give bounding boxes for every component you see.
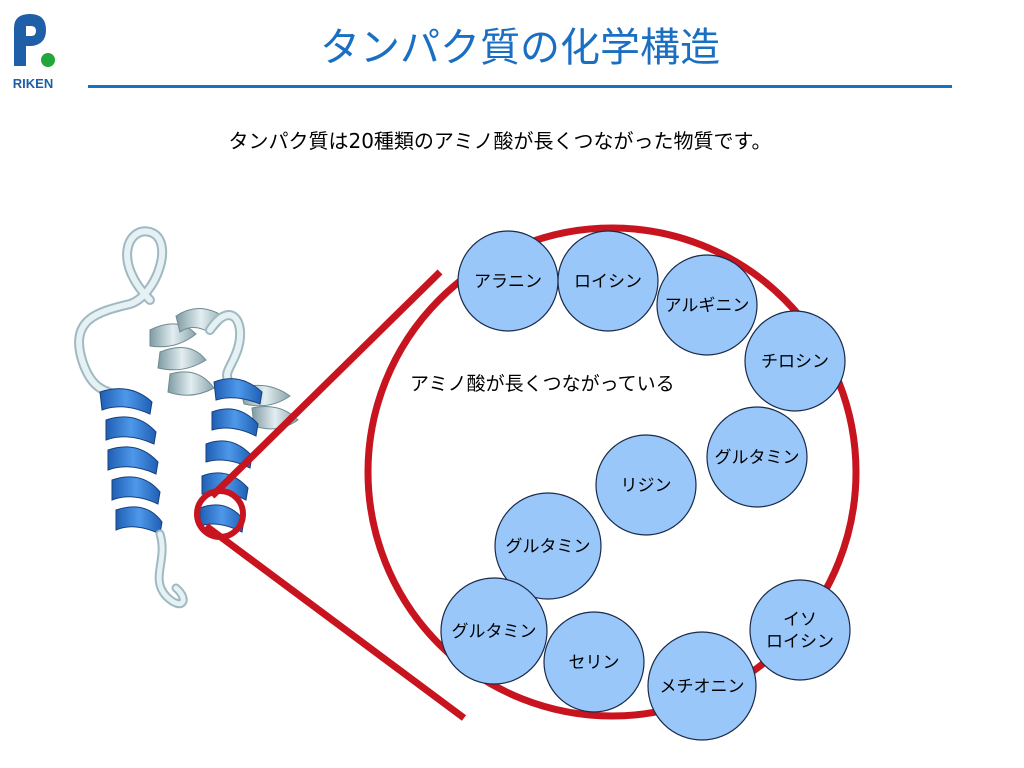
- amino-acid-arginine: アルギニン: [656, 254, 758, 356]
- zoom-line-bottom: [203, 523, 467, 721]
- amino-acid-bead: [749, 579, 851, 681]
- amino-acid-label: イソ: [783, 610, 817, 630]
- amino-acid-label: アルギニン: [665, 296, 750, 316]
- slide-title: タンパク質の化学構造: [320, 25, 720, 71]
- title-rule: [88, 85, 952, 88]
- protein-helix-left: [99, 388, 163, 535]
- amino-acid-bead: [557, 230, 659, 332]
- amino-acid-glutamine-3: グルタミン: [440, 577, 548, 685]
- amino-acid-chain: アラニンロイシンアルギニンチロシングルタミンリジングルタミングルタミンセリンメチ…: [440, 230, 851, 741]
- protein-helix-grey: [149, 308, 299, 430]
- slide-subtitle: タンパク質は20種類のアミノ酸が長くつながった物質です。: [228, 129, 772, 153]
- riken-logo-text: RIKEN: [13, 76, 53, 91]
- amino-acid-glutamine-2: グルタミン: [494, 492, 602, 600]
- zoom-note: アミノ酸が長くつながっている: [410, 373, 675, 395]
- amino-acid-methionine: メチオニン: [647, 631, 757, 741]
- amino-acid-bead: [647, 631, 757, 741]
- amino-acid-glutamine-1: グルタミン: [706, 406, 808, 508]
- protein-structure: [74, 226, 299, 609]
- riken-logo-mark: [14, 14, 46, 66]
- amino-acid-label: ロイシン: [574, 272, 642, 292]
- amino-acid-bead: [543, 611, 645, 713]
- riken-logo: RIKEN: [13, 14, 55, 91]
- amino-acid-leucine: ロイシン: [557, 230, 659, 332]
- amino-acid-bead: [706, 406, 808, 508]
- riken-logo-dot: [41, 53, 55, 67]
- zoom-line-top: [209, 269, 443, 499]
- protein-loop: [156, 531, 186, 607]
- amino-acid-bead: [656, 254, 758, 356]
- protein-loop: [207, 312, 244, 387]
- amino-acid-label: メチオニン: [660, 677, 745, 697]
- amino-acid-label: グルタミン: [715, 448, 800, 468]
- amino-acid-label: グルタミン: [506, 537, 591, 557]
- amino-acid-alanine: アラニン: [457, 230, 559, 332]
- amino-acid-label: セリン: [569, 653, 620, 673]
- amino-acid-label: アラニン: [474, 272, 542, 292]
- protein-loop: [76, 228, 166, 399]
- amino-acid-label: ロイシン: [766, 632, 834, 652]
- amino-acid-label: チロシン: [761, 352, 829, 372]
- amino-acid-serine: セリン: [543, 611, 645, 713]
- zoom-source-ring: [194, 488, 246, 540]
- amino-acid-label: グルタミン: [452, 622, 537, 642]
- amino-acid-label: リジン: [621, 476, 672, 496]
- amino-acid-bead: [595, 434, 697, 536]
- amino-acid-tyrosine: チロシン: [744, 310, 846, 412]
- amino-acid-lysine: リジン: [595, 434, 697, 536]
- amino-acid-bead: [440, 577, 548, 685]
- amino-acid-bead: [744, 310, 846, 412]
- amino-acid-bead: [494, 492, 602, 600]
- protein-loop: [74, 226, 168, 401]
